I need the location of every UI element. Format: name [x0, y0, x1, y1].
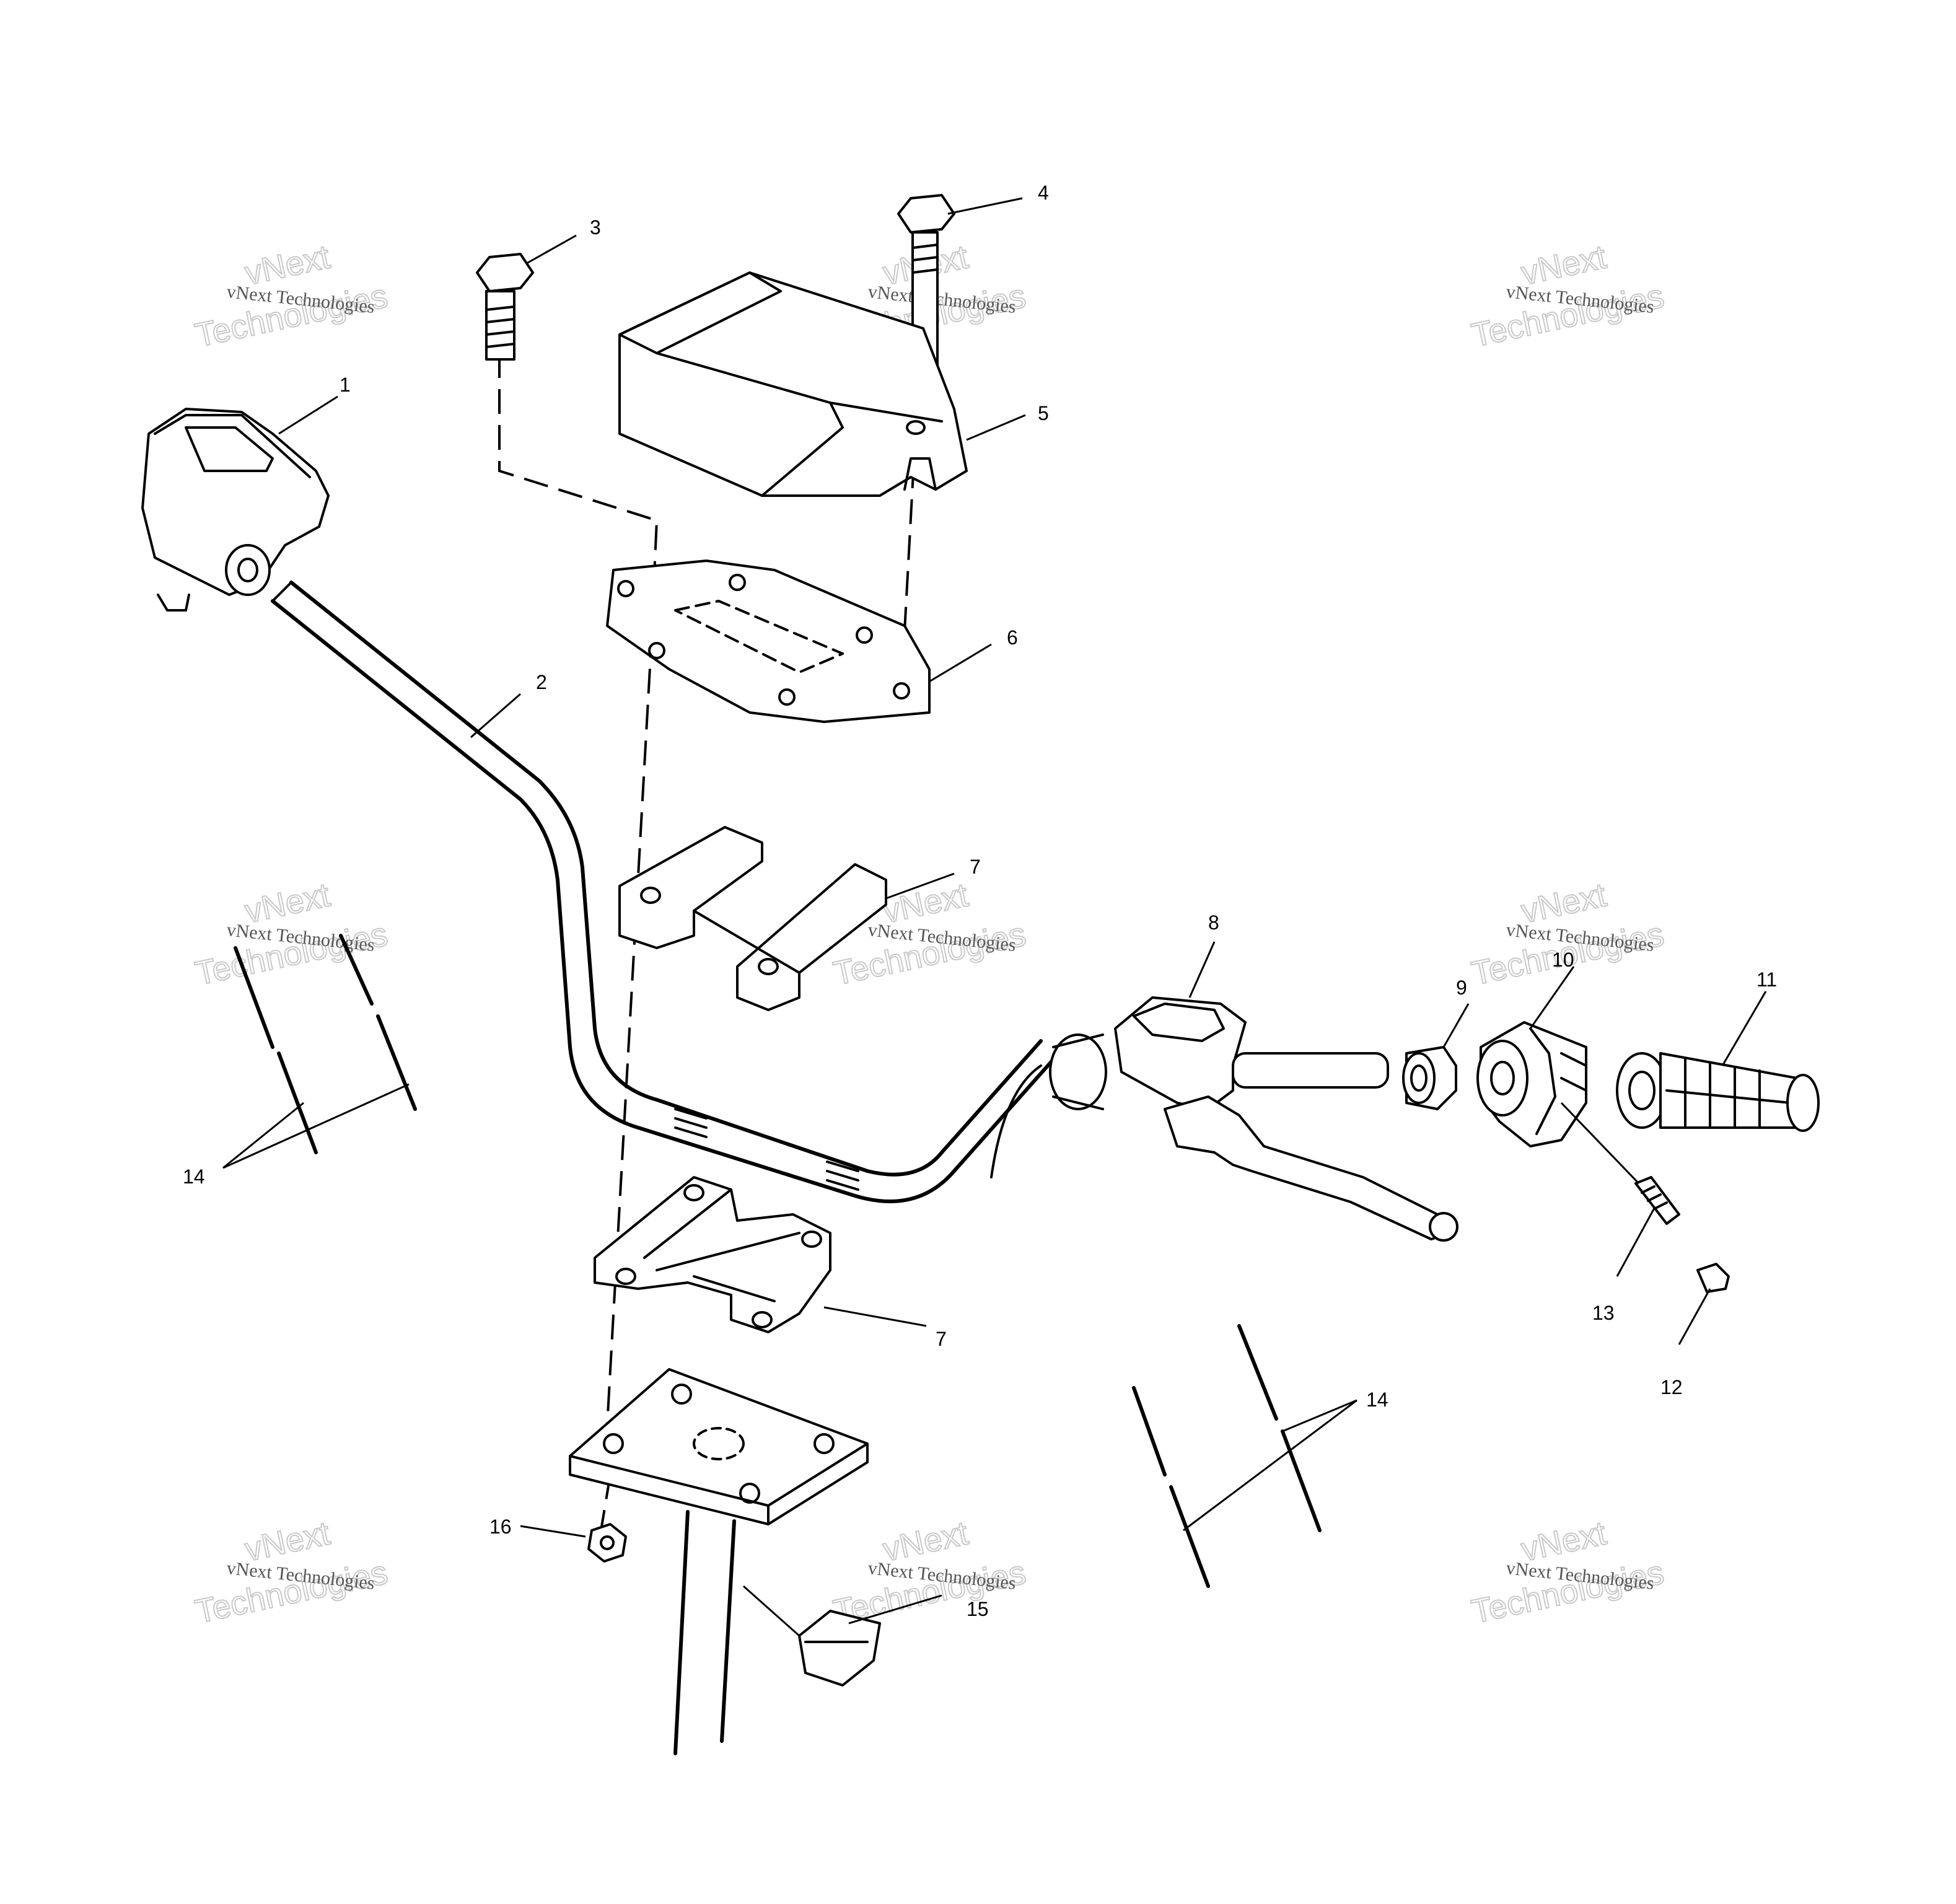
watermark: vNext Technologies vNext Technologies: [1468, 237, 1668, 354]
callout-3: 3: [590, 216, 601, 239]
callout-7-lower: 7: [936, 1328, 947, 1350]
master-cylinder-part: [990, 996, 1458, 1242]
clip-part: [798, 1610, 881, 1687]
callout-1: 1: [340, 374, 351, 396]
callout-15: 15: [967, 1598, 989, 1620]
watermark: vNext Technologies vNext Technologies: [191, 237, 392, 354]
nut-part: [587, 1523, 627, 1563]
callout-8: 8: [1208, 911, 1219, 934]
callout-5: 5: [1038, 402, 1049, 424]
knurl-marks: [674, 1108, 859, 1191]
callout-2: 2: [536, 671, 547, 693]
dashed-line-left: [498, 353, 659, 1426]
handlebar-part: [271, 581, 1055, 1203]
watermark: vNext Technologies vNext Technologies: [191, 1514, 392, 1631]
cap-part: [1696, 1263, 1730, 1293]
callout-11: 11: [1756, 968, 1777, 991]
cable-ties-right-part: [1132, 1324, 1322, 1588]
handlebar-cover-part: [618, 271, 968, 497]
bushing-part: [1402, 1046, 1457, 1110]
callout-16: 16: [489, 1516, 512, 1538]
steering-post-part: [569, 1368, 869, 1755]
watermark: vNext Technologies vNext Technologies: [1468, 1514, 1668, 1631]
watermark: vNext Technologies vNext Technologies: [830, 1514, 1030, 1631]
callout-4: 4: [1038, 182, 1049, 204]
callout-labels: 1 2 3 4 5 6 7 7 8 9 10 11 12 13 14 14 15…: [183, 182, 1777, 1620]
cable-ties-left-part: [234, 934, 417, 1154]
callout-12: 12: [1660, 1376, 1683, 1398]
callout-14-left: 14: [183, 1165, 205, 1188]
throttle-housing-part: [1476, 1021, 1587, 1147]
callout-7-upper: 7: [970, 856, 981, 878]
lower-clamp-part: [594, 1176, 831, 1333]
callout-13: 13: [1592, 1302, 1615, 1324]
leader-lines: [222, 197, 1767, 1637]
switch-housing-part: [141, 408, 330, 612]
gasket-plate-part: [606, 559, 931, 723]
callout-9: 9: [1456, 976, 1467, 999]
upper-clamp-part: [618, 826, 887, 1011]
screw-part: [1634, 1176, 1680, 1225]
bolt-left-part: [476, 253, 534, 361]
grip-part: [1616, 1052, 1820, 1132]
callout-10: 10: [1552, 949, 1574, 971]
callout-6: 6: [1007, 626, 1018, 649]
watermark: vNext Technologies vNext Technologies: [191, 875, 392, 993]
callout-14-right: 14: [1366, 1389, 1388, 1411]
